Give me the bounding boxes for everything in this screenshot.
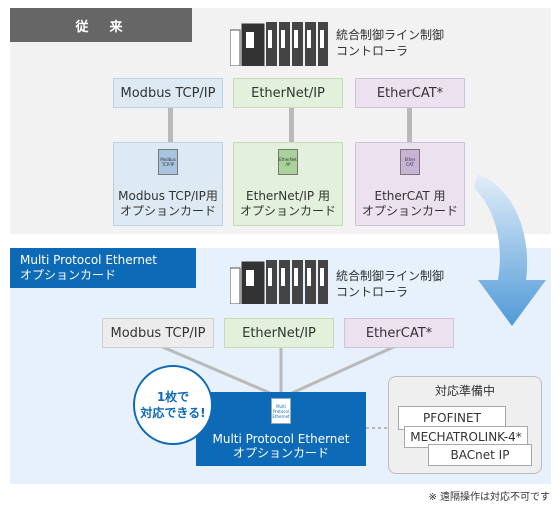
protocol-ethernet-ip-box: EtherNet/IP (233, 78, 343, 108)
connector-line (407, 107, 412, 143)
card-label-line2: オプションカード (232, 446, 329, 460)
card-label-line1: EtherNet/IP 用 (246, 189, 330, 203)
controller-icon (230, 22, 328, 66)
multi-protocol-card: Multi Protocol Ethernet Multi Protocol E… (196, 392, 366, 466)
new-section-tag-line2: オプションカード (20, 268, 117, 282)
transition-arrow-icon (474, 174, 546, 326)
card-ethernet-ip: EtherNet /IP EtherNet/IP 用 オプションカード (233, 142, 343, 226)
card-label-line2: オプションカード (361, 204, 458, 218)
protocol-ethercat-box: EtherCAT* (344, 318, 454, 348)
upcoming-support-title: 対応準備中 (434, 384, 495, 398)
card-label-line2: オプションカード (119, 204, 216, 218)
protocol-ethercat-box: EtherCAT* (355, 78, 465, 108)
new-section-tag-line1: Multi Protocol Ethernet (20, 253, 158, 267)
card-label-line2: オプションカード (239, 204, 336, 218)
protocol-ethernet-ip-box: EtherNet/IP (224, 318, 334, 348)
controller-label-line2: コントローラ (336, 285, 409, 299)
card-chip-icon: Modbus TCP/IP (158, 149, 178, 175)
controller-label-line1: 統合制御ライン制御 (336, 269, 445, 283)
card-chip-icon: Ether CAT (400, 149, 420, 175)
card-label-line1: Multi Protocol Ethernet (212, 432, 350, 446)
footnote: ※ 遠隔操作は対応不可です (428, 492, 550, 503)
controller-label-line1: 統合制御ライン制御 (336, 28, 445, 42)
card-chip-icon: Multi Protocol Ethernet (271, 398, 291, 424)
protocol-modbus-box: Modbus TCP/IP (113, 78, 223, 108)
protocol-modbus-box: Modbus TCP/IP (102, 318, 214, 348)
card-label-line1: EtherCAT 用 (374, 189, 446, 203)
card-modbus: Modbus TCP/IP Modbus TCP/IP用 オプションカード (113, 142, 223, 226)
one-card-badge: 1枚で 対応できる! (133, 365, 213, 445)
controller-label: 統合制御ライン制御 コントローラ (336, 27, 444, 59)
badge-line1: 1枚で (156, 390, 190, 404)
connector-line (289, 107, 294, 143)
card-ethercat: Ether CAT EtherCAT 用 オプションカード (355, 142, 465, 226)
controller-label: 統合制御ライン制御 コントローラ (336, 268, 444, 300)
controller-label-line2: コントローラ (336, 44, 409, 58)
upcoming-protocol-item: BACnet IP (428, 444, 532, 466)
new-section-tag: Multi Protocol Ethernet オプションカード (10, 248, 196, 288)
current-section-tag: 従 来 (10, 8, 192, 42)
card-label-line1: Modbus TCP/IP用 (118, 189, 218, 203)
connector-line (168, 107, 173, 143)
controller-icon (230, 260, 328, 304)
card-chip-icon: EtherNet /IP (278, 149, 298, 175)
badge-line2: 対応できる! (140, 406, 206, 420)
